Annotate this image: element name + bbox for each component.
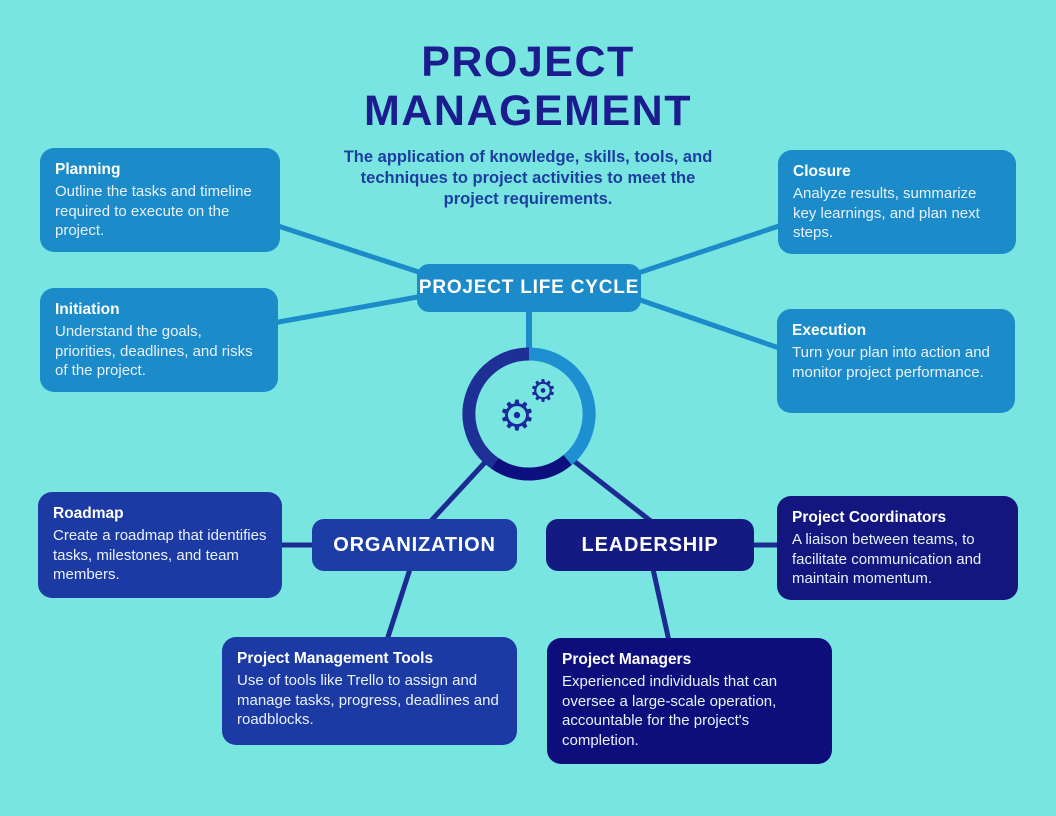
connector-execution — [619, 290, 783, 352]
ring-segment-bottom — [490, 454, 572, 481]
initiation-title: Initiation — [55, 301, 120, 318]
project-coordinators-body: A liaison between teams, to facilitate c… — [792, 531, 982, 587]
gear-icon: ⚙ — [498, 391, 536, 440]
project-management-tools-box: Project Management Tools Use of tools li… — [222, 637, 517, 745]
connector-ring-organization — [428, 456, 491, 524]
roadmap-body: Create a roadmap that identifies tasks, … — [53, 527, 267, 583]
connector-initiation — [272, 290, 441, 326]
page-title-line1: PROJECT — [421, 38, 635, 86]
project-management-tools-title: Project Management Tools — [237, 650, 434, 667]
connector-planning — [274, 222, 441, 282]
project-life-cycle-node: PROJECT LIFE CYCLE — [417, 264, 641, 312]
page-title: PROJECT MANAGEMENT — [0, 38, 1056, 136]
closure-title: Closure — [793, 163, 851, 180]
project-managers-body: Experienced individuals that can oversee… — [562, 673, 778, 749]
execution-title: Execution — [792, 322, 867, 339]
project-managers-box: Project Managers Experienced individuals… — [547, 638, 832, 764]
roadmap-title: Roadmap — [53, 505, 124, 522]
connector-ring-leadership — [568, 456, 654, 524]
connector-organization-tools — [384, 568, 413, 641]
page-title-line2: MANAGEMENT — [364, 87, 692, 135]
closure-body: Analyze results, summarize key learnings… — [793, 185, 980, 241]
initiation-box: Initiation Understand the goals, priorit… — [40, 288, 278, 392]
project-management-tools-body: Use of tools like Trello to assign and m… — [237, 672, 499, 728]
project-coordinators-title: Project Coordinators — [792, 509, 947, 526]
leadership-node: LEADERSHIP — [546, 519, 754, 571]
gear-icon: ⚙ — [529, 373, 557, 410]
planning-body: Outline the tasks and timeline required … — [55, 183, 252, 239]
connector-leadership-managers — [650, 568, 672, 642]
initiation-body: Understand the goals, priorities, deadli… — [55, 323, 253, 379]
roadmap-box: Roadmap Create a roadmap that identifies… — [38, 492, 282, 598]
organization-node: ORGANIZATION — [312, 519, 517, 571]
planning-box: Planning Outline the tasks and timeline … — [40, 148, 280, 252]
execution-box: Execution Turn your plan into action and… — [777, 309, 1015, 413]
project-managers-title: Project Managers — [562, 651, 692, 668]
execution-body: Turn your plan into action and monitor p… — [792, 344, 990, 381]
project-coordinators-box: Project Coordinators A liaison between t… — [777, 496, 1018, 600]
closure-box: Closure Analyze results, summarize key l… — [778, 150, 1016, 254]
page-subtitle: The application of knowledge, skills, to… — [343, 148, 713, 208]
planning-title: Planning — [55, 161, 121, 178]
connector-closure — [619, 222, 783, 282]
